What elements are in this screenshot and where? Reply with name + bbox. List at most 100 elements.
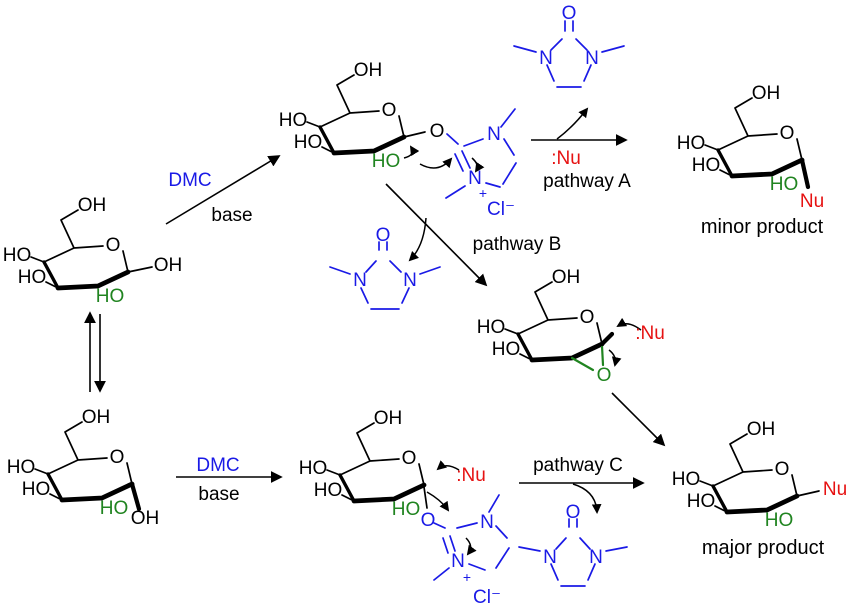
bond-anomeric — [796, 490, 820, 497]
molecule-dmi-urea-bottom: O N N — [518, 502, 628, 587]
arrow-epoxide-to-major — [611, 392, 666, 447]
atom-label-ring-o: O — [402, 448, 417, 469]
atom-label-leaving-o: O — [421, 510, 436, 531]
label-pathway-c: pathway C — [533, 455, 623, 476]
atom-label-ring-o: O — [106, 235, 121, 256]
molecule-minor-product: OH HO HO O HO Nu — [677, 83, 824, 212]
atom-label-ho: HO — [672, 469, 701, 490]
atom-label-ring-o: O — [382, 100, 397, 121]
group-curved-arrows — [403, 107, 642, 556]
bond-anomeric — [127, 266, 153, 273]
atom-label-glycosidic-o: O — [430, 121, 445, 142]
atom-label-ring-o: O — [780, 123, 795, 144]
curved-arrow-nu-attack-epoxide — [616, 317, 642, 331]
atom-label-n: N — [543, 547, 557, 568]
atom-label-oh: OH — [747, 419, 776, 440]
atom-label-n: N — [451, 551, 465, 572]
atom-label-oh: OH — [752, 83, 781, 104]
bond-epoxide-green — [570, 344, 605, 372]
atom-label-oh: OH — [78, 195, 107, 216]
atom-label-c2-oh-green: HO — [765, 510, 794, 531]
molecule-epoxide-intermediate: OH HO HO O O — [477, 267, 615, 386]
atom-label-c2-oh-green: HO — [96, 286, 125, 307]
label-major-product: major product — [702, 537, 825, 559]
atom-label-oh: OH — [82, 407, 111, 428]
atom-label-oh: OH — [374, 408, 403, 429]
atom-label-n: N — [487, 124, 501, 145]
atom-label-epoxide-o-green: O — [597, 365, 612, 386]
bond-lines-urea — [513, 20, 625, 88]
label-minor-product: minor product — [701, 216, 824, 238]
bond-lines-imidazolinium — [445, 108, 517, 199]
molecule-dmi-urea-top: O N N — [513, 3, 625, 88]
atom-label-oh: OH — [552, 267, 581, 288]
curved-arrow-ring-double-bond-bottom — [465, 537, 477, 556]
atom-label-ring-o: O — [580, 307, 595, 328]
atom-label-n: N — [468, 168, 482, 189]
curved-arrow-ring-double-bond-top — [471, 157, 485, 173]
bond-anomeric-wedge — [799, 157, 811, 190]
counterion-chloride: Cl⁻ — [487, 199, 515, 220]
label-dmc-bottom: DMC — [196, 455, 239, 476]
label-base-bottom: base — [198, 484, 239, 505]
atom-label-c2-oh-green: HO — [392, 499, 421, 520]
atom-label-ho: HO — [314, 480, 343, 501]
atom-label-ho: HO — [22, 479, 51, 500]
curved-arrow-release-urea-c — [572, 483, 602, 514]
curved-arrow-o-to-ring — [419, 157, 453, 169]
bond-lines-urea — [518, 518, 628, 587]
molecule-major-product: OH HO HO O HO Nu — [672, 419, 847, 531]
charge-plus: + — [479, 185, 487, 201]
curved-arrow-c2-oh-attack — [403, 145, 420, 159]
atom-label-ho: HO — [294, 132, 323, 153]
atom-label-c2-oh-green: HO — [100, 498, 129, 519]
group-scheme-labels: DMC base DMC base :Nu pathway A pathway … — [168, 148, 824, 559]
atom-label-ho: HO — [7, 457, 36, 478]
label-pathway-b: pathway B — [473, 234, 562, 255]
atom-label-n: N — [353, 270, 367, 291]
bond-anomeric — [423, 486, 428, 509]
bond-lines-imidazolinium — [433, 494, 510, 581]
atom-label-oh: OH — [354, 60, 383, 81]
curved-arrow-leaving-group-bottom — [426, 491, 450, 512]
group-imidazolinium-top: N N + Cl⁻ — [445, 108, 517, 220]
atom-label-c2-oh-green: HO — [770, 174, 799, 195]
atom-label-c2-oh-green: HO — [372, 151, 401, 172]
label-pathway-a: pathway A — [543, 171, 631, 192]
atom-label-anomeric-oh: OH — [131, 508, 160, 529]
atom-label-ho: HO — [3, 245, 32, 266]
bond-anomeric-wedge — [599, 331, 615, 347]
atom-label-ho: HO — [687, 491, 716, 512]
atom-label-ring-o: O — [110, 447, 125, 468]
bond-anomeric — [403, 131, 426, 138]
atom-label-ho: HO — [299, 458, 328, 479]
label-nucleophile-pathway-a: :Nu — [551, 148, 581, 169]
molecule-alpha-glucose: OH HO HO O HO OH — [7, 407, 160, 529]
label-dmc-top: DMC — [168, 170, 211, 191]
group-reaction-arrows — [84, 134, 666, 489]
atom-label-n: N — [539, 48, 553, 69]
atom-label-ho: HO — [692, 155, 721, 176]
atom-label-anomeric-oh: OH — [154, 255, 183, 276]
arrow-pathway-b — [385, 183, 488, 287]
curved-arrow-release-urea-b — [408, 217, 427, 262]
label-nucleophile-bottom: :Nu — [456, 465, 486, 486]
molecule-glycosyl-imidazolinium-bottom: OH HO HO O HO O — [299, 408, 436, 531]
atom-label-n: N — [585, 48, 599, 69]
bond-lines-urea — [329, 241, 441, 310]
curved-arrow-epoxide-opening — [608, 349, 622, 367]
arrow-dmc-top — [165, 155, 281, 225]
group-imidazolinium-bottom: N N + Cl⁻ — [433, 494, 510, 608]
atom-label-ho: HO — [279, 110, 308, 131]
molecule-dmi-urea-middle: O N N — [329, 225, 441, 310]
curved-arrow-release-urea-a — [556, 107, 589, 140]
atom-label-ho: HO — [492, 339, 521, 360]
atom-label-ho: HO — [677, 133, 706, 154]
atom-label-o: O — [562, 3, 577, 24]
molecule-glycosyl-imidazolinium-top: OH HO HO O HO O — [279, 60, 445, 172]
curved-arrow-nu-attack-bottom — [436, 460, 460, 471]
bond-anomeric-wedge — [129, 481, 142, 512]
label-nucleophile-epoxide: :Nu — [635, 323, 665, 344]
